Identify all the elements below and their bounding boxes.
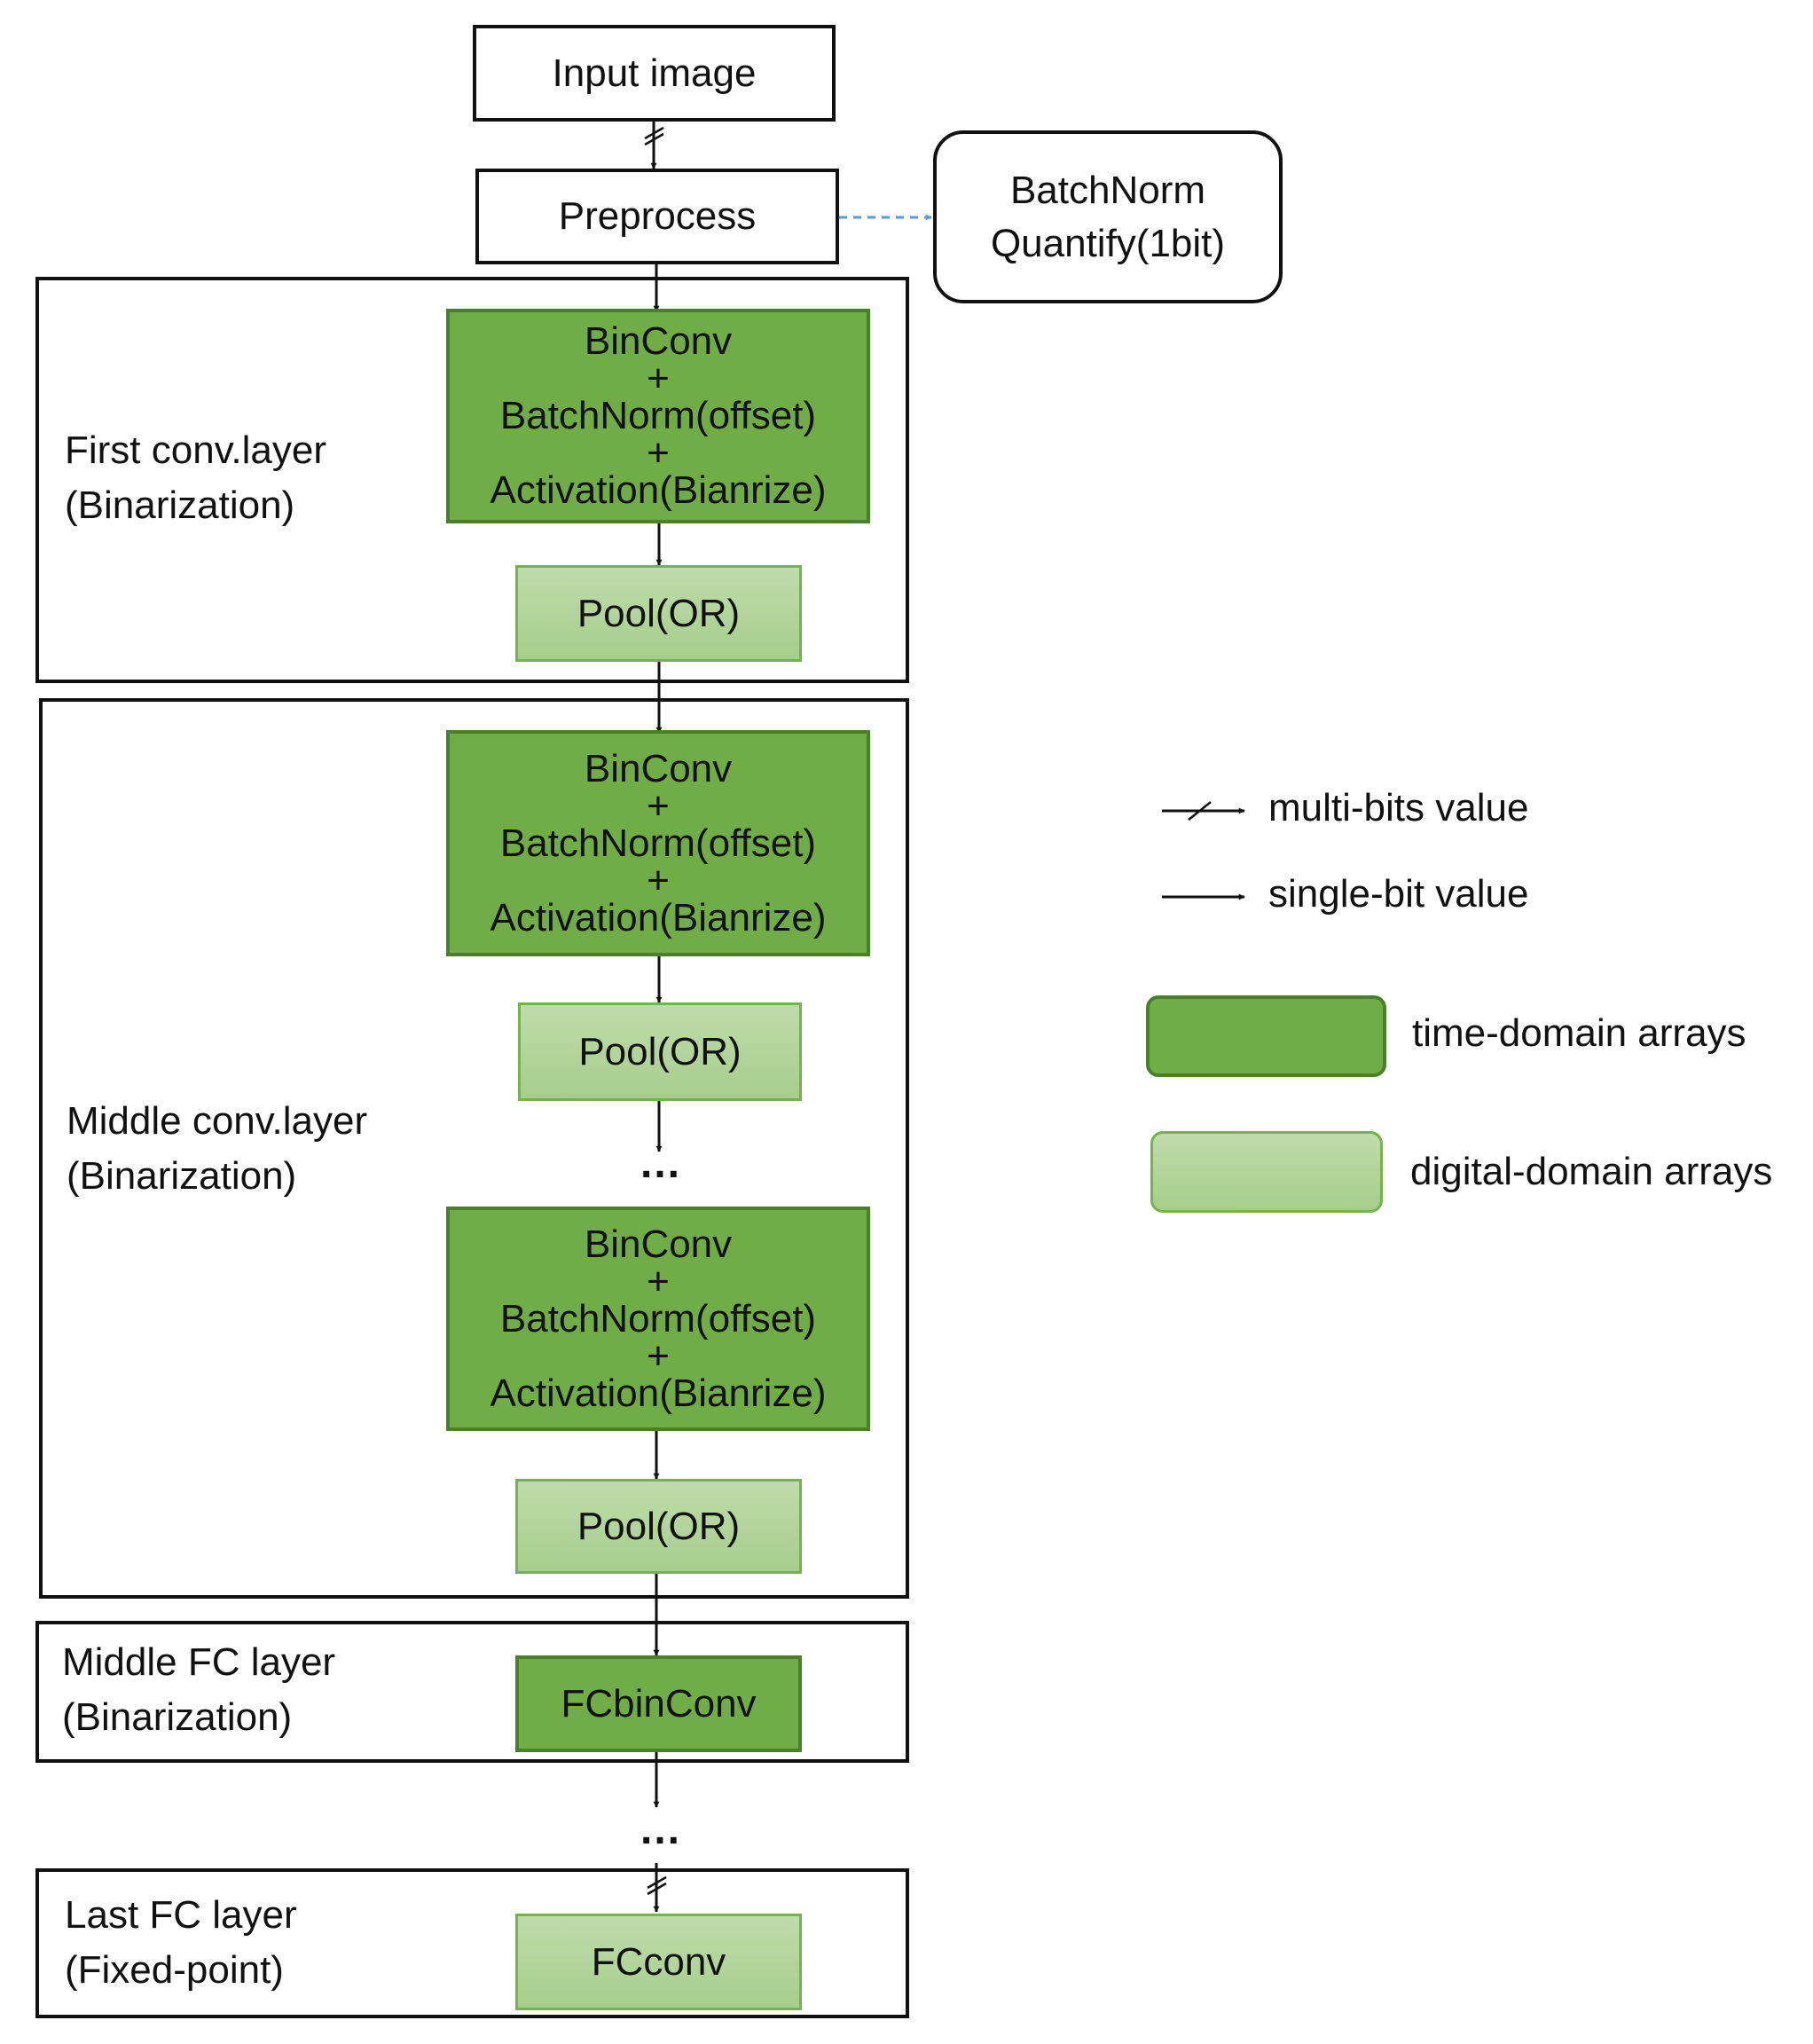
pool-or-box-1: Pool(OR) [515, 565, 802, 662]
ellipsis-middle: ... [640, 1139, 681, 1187]
batchnorm-offset-label: BatchNorm(offset) [499, 1296, 817, 1340]
binconv-label: BinConv [584, 319, 733, 363]
binconv-block-2: BinConv + BatchNorm(offset) + Activation… [446, 730, 870, 956]
batchnorm-offset-label: BatchNorm(offset) [499, 394, 817, 437]
input-image-label: Input image [552, 51, 757, 95]
fcconv-label: FCconv [591, 1939, 726, 1984]
first-conv-layer-group [35, 277, 909, 683]
pool-or-box-3: Pool(OR) [515, 1479, 802, 1574]
multibit-slash-last [647, 1875, 667, 1890]
ellipsis-fc: ... [640, 1805, 681, 1853]
binconv-block-3: BinConv + BatchNorm(offset) + Activation… [446, 1207, 870, 1431]
legend-single-bit-label: single-bit value [1268, 872, 1529, 916]
legend-multi-bits-label: multi-bits value [1268, 786, 1529, 829]
middle-conv-layer-label: Middle conv.layer (Binarization) [67, 1094, 367, 1204]
batchnorm-quantify-note: BatchNorm Quantify(1bit) [933, 130, 1283, 303]
middle-conv-layer-title: Middle conv.layer [67, 1099, 368, 1143]
preprocess-label: Preprocess [558, 194, 757, 238]
middle-conv-layer-group [39, 698, 909, 1599]
first-conv-layer-label: First conv.layer (Binarization) [65, 423, 326, 533]
fcbinconv-box: FCbinConv [515, 1655, 802, 1752]
middle-fc-layer-label: Middle FC layer (Binarization) [62, 1635, 335, 1745]
middle-conv-layer-subtitle: (Binarization) [67, 1154, 297, 1198]
pool-or-label: Pool(OR) [577, 591, 741, 635]
last-fc-layer-title: Last FC layer [65, 1893, 297, 1937]
multibit-slash-last-2 [647, 1882, 667, 1896]
fcbinconv-label: FCbinConv [561, 1681, 757, 1726]
middle-fc-layer-group [35, 1621, 909, 1763]
plus-sign: + [647, 431, 670, 475]
last-fc-layer-subtitle: (Fixed-point) [65, 1948, 284, 1992]
binconv-block-1: BinConv + BatchNorm(offset) + Activation… [446, 309, 870, 523]
middle-fc-layer-title: Middle FC layer [62, 1640, 336, 1684]
activation-label: Activation(Bianrize) [490, 1371, 827, 1415]
fcconv-box: FCconv [515, 1914, 802, 2010]
legend-digital-domain-label: digital-domain arrays [1410, 1150, 1773, 1193]
plus-sign: + [647, 1259, 670, 1303]
middle-fc-layer-subtitle: (Binarization) [62, 1695, 293, 1739]
plus-sign: + [647, 1333, 670, 1378]
pool-or-box-2: Pool(OR) [518, 1002, 802, 1101]
batchnorm-note-line2: Quantify(1bit) [990, 221, 1226, 265]
plus-sign: + [647, 357, 670, 400]
binconv-label: BinConv [584, 1222, 733, 1266]
pool-or-label: Pool(OR) [578, 1029, 742, 1073]
legend-time-domain-label: time-domain arrays [1412, 1011, 1746, 1055]
multibit-slash-input-2 [644, 132, 664, 146]
activation-label: Activation(Bianrize) [490, 895, 827, 939]
first-conv-layer-subtitle: (Binarization) [65, 483, 295, 527]
input-image-box: Input image [473, 25, 836, 122]
multibit-slash-input [644, 126, 664, 140]
plus-sign: + [647, 783, 670, 828]
activation-label: Activation(Bianrize) [490, 468, 827, 512]
last-fc-layer-label: Last FC layer (Fixed-point) [65, 1888, 297, 1998]
plus-sign: + [647, 858, 670, 902]
pool-or-label: Pool(OR) [577, 1504, 741, 1548]
legend-digital-domain-swatch [1150, 1131, 1383, 1213]
legend-time-domain-swatch [1146, 995, 1386, 1077]
first-conv-layer-title: First conv.layer [65, 428, 327, 472]
batchnorm-note-line1: BatchNorm [1009, 168, 1206, 212]
legend-multibit-slash [1188, 801, 1212, 821]
binconv-label: BinConv [584, 746, 733, 790]
preprocess-box: Preprocess [475, 169, 839, 264]
batchnorm-offset-label: BatchNorm(offset) [499, 821, 817, 865]
last-fc-layer-group [35, 1868, 909, 2018]
